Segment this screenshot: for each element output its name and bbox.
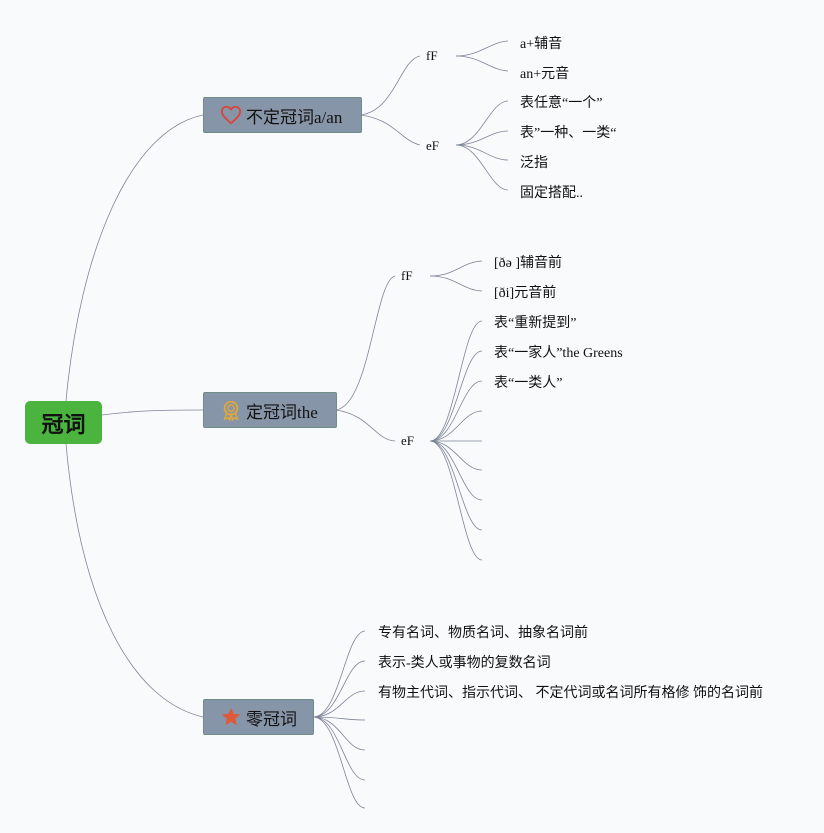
leaf-node[interactable]: an+元音 — [520, 67, 570, 82]
leaf-node[interactable]: 表“一家人”the Greens — [494, 346, 623, 361]
leaf-node[interactable]: 表”一种、一类“ — [520, 126, 617, 141]
badge-icon — [220, 399, 242, 422]
leaf-node[interactable]: [ði]元音前 — [494, 286, 557, 301]
sub-node-ff[interactable]: fF — [401, 268, 413, 283]
leaf-node[interactable]: 表任意“一个” — [520, 96, 603, 111]
branch-definite-article[interactable]: 定冠词the — [203, 392, 337, 428]
star-icon — [220, 706, 242, 728]
branch-label: 不定冠词a/an — [246, 107, 343, 127]
root-node[interactable]: 冠词 — [25, 401, 102, 444]
leaf-node[interactable]: 专有名词、物质名词、抽象名词前 — [378, 626, 588, 641]
leaf-node[interactable]: 泛指 — [520, 156, 548, 171]
branch-label: 定冠词the — [246, 402, 318, 422]
branch-indefinite-article[interactable]: 不定冠词a/an — [203, 97, 362, 133]
leaf-node[interactable]: 表“一类人” — [494, 376, 563, 391]
sub-node-ef[interactable]: eF — [401, 433, 414, 448]
root-label: 冠词 — [41, 412, 86, 438]
leaf-node[interactable]: 表示-类人或事物的复数名词 — [378, 656, 551, 671]
branch-label: 零冠词 — [246, 709, 297, 729]
branch-zero-article[interactable]: 零冠词 — [203, 699, 314, 735]
heart-icon — [220, 104, 242, 126]
leaf-node[interactable]: 固定搭配.. — [520, 186, 583, 201]
leaf-node[interactable]: a+辅音 — [520, 37, 563, 52]
leaf-node[interactable]: 表“重新提到” — [494, 316, 577, 331]
sub-node-ef[interactable]: eF — [426, 138, 439, 153]
sub-node-ff[interactable]: fF — [426, 48, 438, 63]
leaf-node[interactable]: [ðə ]辅音前 — [494, 256, 563, 271]
leaf-node[interactable]: 有物主代词、指示代词、 不定代词或名词所有格修 饰的名词前 — [378, 686, 763, 701]
